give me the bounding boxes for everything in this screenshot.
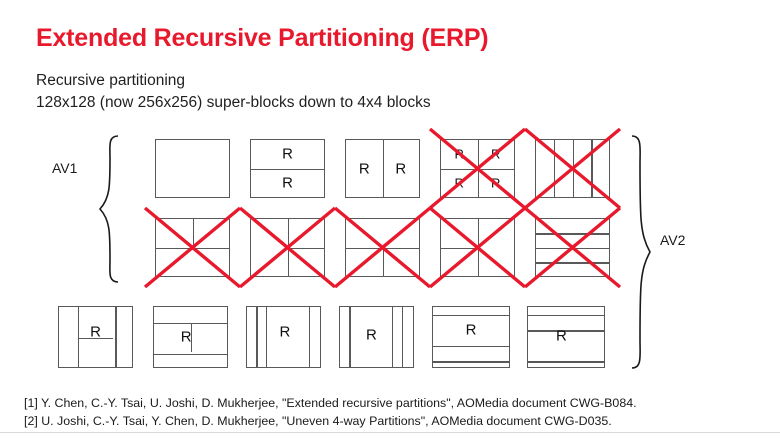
cell-label-r: R (282, 145, 293, 163)
cell-label-r: R (282, 174, 293, 192)
partition-block-vert-4-uneven-left: R (246, 306, 321, 368)
partition-block-vert-b (250, 218, 325, 277)
brace-av2 (631, 135, 651, 369)
divider-h (528, 361, 604, 363)
divider-v (591, 140, 593, 197)
divider-h (528, 314, 604, 317)
partition-block-horz-4 (535, 218, 610, 277)
divider-h-left (441, 247, 478, 250)
cell-label-r: R (491, 175, 501, 191)
divider-v-top (192, 219, 195, 248)
group-label-av1: AV1 (52, 160, 78, 176)
bottom-divider (0, 432, 780, 433)
partition-block-vert: R R (345, 139, 420, 198)
footnote-ref-1: [1] Y. Chen, C.-Y. Tsai, U. Joshi, D. Mu… (24, 396, 637, 410)
partition-block-horz: R R (250, 139, 325, 198)
divider-h (433, 314, 509, 317)
divider-v (256, 307, 258, 367)
divider-h (536, 262, 609, 264)
page-title: Extended Recursive Partitioning (ERP) (36, 24, 489, 52)
cell-label-r: R (180, 328, 192, 346)
divider-v (349, 307, 351, 367)
divider-h (441, 168, 514, 171)
group-label-av2: AV2 (660, 232, 686, 248)
divider-v (392, 307, 394, 367)
cell-label-r: R (365, 326, 377, 344)
footnotes: [1] Y. Chen, C.-Y. Tsai, U. Joshi, D. Mu… (24, 394, 637, 430)
divider-h-right (287, 247, 324, 250)
partition-block-horz-4-uneven-top: R (432, 306, 510, 368)
divider-v (265, 307, 268, 367)
cell-label-r: R (454, 146, 464, 162)
cell-label-r: R (90, 323, 101, 341)
partition-block-horz-a (155, 218, 230, 277)
divider-v (554, 140, 556, 197)
divider-v-bottom (382, 247, 385, 276)
cell-label-r: R (358, 160, 370, 177)
divider-v (308, 307, 310, 367)
subtitle-block: Recursive partitioning 128x128 (now 256x… (36, 70, 431, 114)
cell-label-r: R (454, 175, 464, 191)
subtitle-line-1: Recursive partitioning (36, 72, 186, 89)
divider-v-middle (190, 322, 193, 352)
divider-h (154, 353, 227, 355)
divider-h-middle (77, 337, 114, 339)
divider-v (401, 307, 403, 367)
divider-h (156, 247, 229, 250)
partition-block-horz-4-uneven-bottom: R (527, 306, 605, 368)
cell-label-r: R (465, 321, 477, 339)
divider-v (115, 307, 117, 367)
footnote-ref-2: [2] U. Joshi, C.-Y. Tsai, Y. Chen, D. Mu… (24, 414, 612, 428)
partition-block-vert-3-uneven: R (58, 306, 133, 368)
divider-h (528, 330, 604, 332)
partition-block-vert-4 (535, 139, 610, 198)
divider-v (477, 219, 480, 276)
divider-v (382, 140, 385, 197)
divider-h (154, 322, 227, 324)
divider-h (536, 233, 609, 235)
divider-v (572, 140, 575, 197)
divider-h (536, 247, 609, 250)
partition-block-vert-a (440, 218, 515, 277)
cell-label-r: R (279, 323, 291, 341)
partition-block-horz-3-uneven: R (153, 306, 228, 368)
partition-block-vert-4-uneven-right: R (339, 306, 414, 368)
subtitle-line-2: 128x128 (now 256x256) super-blocks down … (36, 94, 431, 111)
partition-block-split-quad: R R R R (440, 139, 515, 198)
cell-label-r: R (556, 327, 567, 345)
cell-label-r: R (491, 146, 501, 162)
brace-av1 (98, 135, 119, 283)
partition-block-none (155, 139, 230, 198)
divider-h (251, 168, 324, 171)
cell-label-r: R (395, 160, 407, 177)
partition-block-horz-b (345, 218, 420, 277)
divider-h (433, 361, 509, 363)
divider-h (433, 345, 509, 348)
divider-v (77, 307, 80, 367)
